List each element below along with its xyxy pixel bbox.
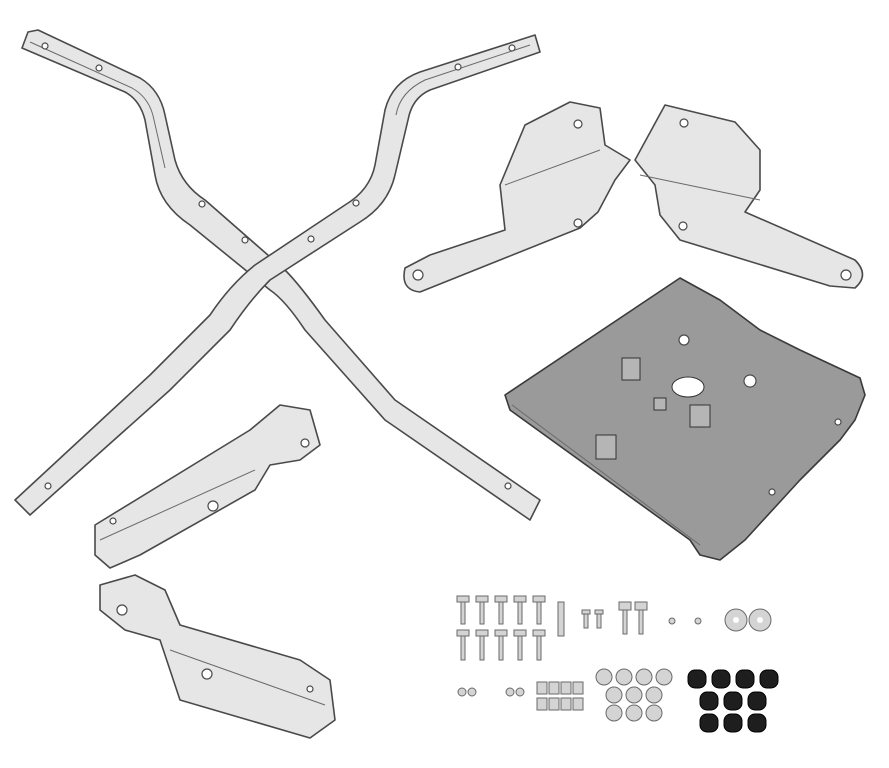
upper-bracket-right [634, 104, 864, 289]
upper-bracket-left [403, 101, 631, 293]
spacers [536, 681, 584, 711]
lower-bracket-top [94, 404, 321, 569]
x-frame-bar-right [14, 34, 541, 516]
hardware-kit [456, 595, 779, 733]
bolts-row-2 [456, 629, 546, 661]
bolts-row-1 [456, 595, 546, 625]
lower-bracket-bottom [99, 574, 336, 739]
washers-small [457, 687, 525, 697]
mounting-plate [504, 277, 866, 561]
rubber-caps [687, 669, 779, 733]
nuts [595, 668, 673, 722]
x-frame-bar-left [21, 29, 541, 521]
